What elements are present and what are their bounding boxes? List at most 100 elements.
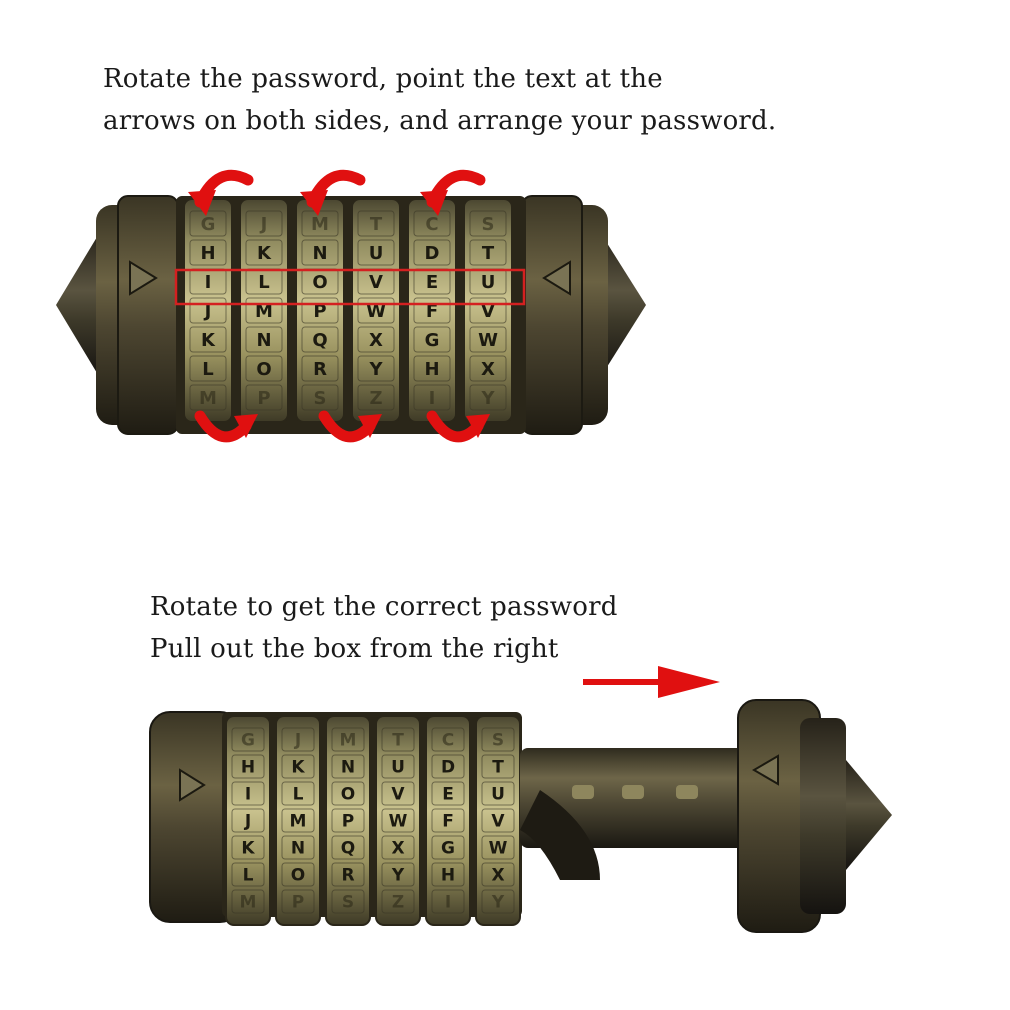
ring-letter: X bbox=[491, 865, 504, 885]
ring-letter: L bbox=[202, 359, 213, 380]
ring-letter: I bbox=[429, 388, 436, 409]
ring-letter: K bbox=[241, 838, 255, 858]
pull-direction-arrow-icon bbox=[583, 666, 720, 698]
triangle-pointer-icon bbox=[752, 754, 779, 786]
ring-letter: W bbox=[489, 838, 508, 858]
ring-letter: J bbox=[259, 214, 268, 235]
ring-letter: M bbox=[255, 301, 273, 322]
rotate-arrow-icon bbox=[300, 169, 366, 216]
ring-letter: P bbox=[342, 811, 354, 831]
ring-letter: F bbox=[426, 301, 438, 322]
left-cone bbox=[56, 232, 100, 378]
ring-letter: X bbox=[481, 359, 495, 380]
ring-letter: N bbox=[256, 330, 271, 351]
instruction-line-1: Rotate the password, point the text at t… bbox=[103, 64, 663, 94]
rotate-arrow-icon bbox=[318, 410, 382, 443]
ring-letter: J bbox=[294, 730, 301, 750]
ring-letter: K bbox=[257, 243, 272, 264]
ring-letter: O bbox=[341, 784, 355, 804]
ring-letter: P bbox=[257, 388, 270, 409]
rotate-arrow-icon bbox=[188, 169, 254, 216]
instruction-line-3: Rotate to get the correct password bbox=[150, 592, 618, 622]
ring-letter: I bbox=[245, 784, 251, 804]
ring-letter: H bbox=[424, 359, 439, 380]
ring-letter: T bbox=[492, 757, 504, 777]
ring-letter: I bbox=[445, 892, 451, 912]
ring-letter: G bbox=[201, 214, 216, 235]
ring-letter: X bbox=[391, 838, 404, 858]
ring-letter: N bbox=[312, 243, 327, 264]
instruction-pull-out: Rotate to get the correct password Pull … bbox=[150, 586, 618, 670]
ring-letter: K bbox=[291, 757, 305, 777]
ring-letter: T bbox=[370, 214, 383, 235]
ring-letter: W bbox=[478, 330, 498, 351]
rotate-arrow-icon bbox=[194, 410, 258, 443]
ring-letter: U bbox=[481, 272, 496, 293]
ring-letter: E bbox=[442, 784, 454, 804]
ring-letter: X bbox=[369, 330, 383, 351]
ring-letter: G bbox=[425, 330, 440, 351]
triangle-pointer-icon bbox=[542, 260, 571, 296]
triangle-pointer-icon bbox=[129, 260, 158, 296]
ring-letter: H bbox=[241, 757, 255, 777]
triangle-pointer-icon bbox=[179, 768, 206, 802]
ring-letter: O bbox=[256, 359, 271, 380]
ring-letter: Y bbox=[491, 892, 505, 912]
ring-letter: O bbox=[291, 865, 305, 885]
ring-letter: C bbox=[442, 730, 454, 750]
ring-letter: G bbox=[441, 838, 455, 858]
ring-letter: V bbox=[369, 272, 383, 293]
ring-letter: K bbox=[201, 330, 216, 351]
ring-letter: Q bbox=[312, 330, 327, 351]
ring-letter: P bbox=[313, 301, 326, 322]
ring-letter: D bbox=[441, 757, 455, 777]
ring-letter: W bbox=[389, 811, 408, 831]
right-cone bbox=[600, 232, 646, 378]
ring-letter: N bbox=[341, 757, 355, 777]
instruction-rotate: Rotate the password, point the text at t… bbox=[103, 58, 776, 142]
ring-letter: L bbox=[258, 272, 269, 293]
ring-letter: C bbox=[425, 214, 438, 235]
ring-letter: Y bbox=[368, 359, 383, 380]
ring-letter: M bbox=[199, 388, 217, 409]
ring-letter: T bbox=[392, 730, 404, 750]
ring-letter: N bbox=[291, 838, 305, 858]
rotate-arrow-icon bbox=[420, 169, 486, 216]
ring-letter: L bbox=[243, 865, 254, 885]
ring-letter: Z bbox=[369, 388, 382, 409]
ring-letter: U bbox=[369, 243, 384, 264]
ring-letter: J bbox=[203, 301, 212, 322]
ring-letter: H bbox=[441, 865, 455, 885]
ring-letter: H bbox=[200, 243, 215, 264]
instruction-line-4: Pull out the box from the right bbox=[150, 634, 559, 664]
cryptex-closed: GHIJKLMJKLMNOPMNOPQRSTUVWXYZCDEFGHISTUVW… bbox=[56, 169, 646, 443]
ring-letter: V bbox=[491, 811, 505, 831]
ring-letter: U bbox=[491, 784, 505, 804]
ring-letter: R bbox=[313, 359, 327, 380]
ring-letter: S bbox=[482, 214, 495, 235]
ring-letter: G bbox=[241, 730, 255, 750]
ring-letter: U bbox=[391, 757, 405, 777]
ring-letter: Y bbox=[391, 865, 405, 885]
instruction-line-2: arrows on both sides, and arrange your p… bbox=[103, 106, 777, 136]
ring-letter: V bbox=[481, 301, 495, 322]
ring-letter: S bbox=[342, 892, 354, 912]
ring-letter: Z bbox=[392, 892, 404, 912]
password-highlight-box bbox=[174, 268, 526, 306]
cryptex-open: GHIJKLMJKLMNOPMNOPQRSTUVWXYZCDEFGHISTUVW… bbox=[149, 666, 892, 933]
ring-letter: S bbox=[492, 730, 504, 750]
ring-letter: Y bbox=[480, 388, 495, 409]
